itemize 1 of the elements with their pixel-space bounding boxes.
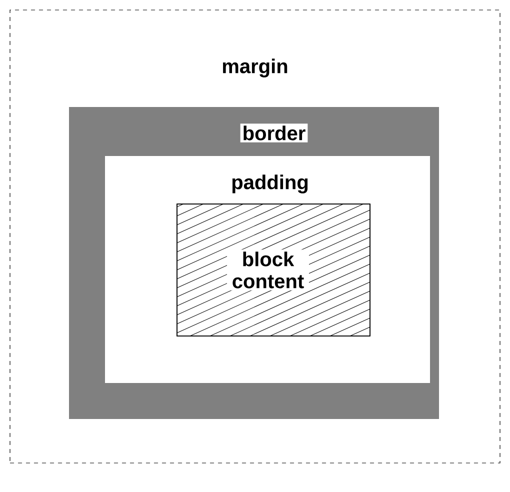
- content-box: block content: [176, 204, 370, 336]
